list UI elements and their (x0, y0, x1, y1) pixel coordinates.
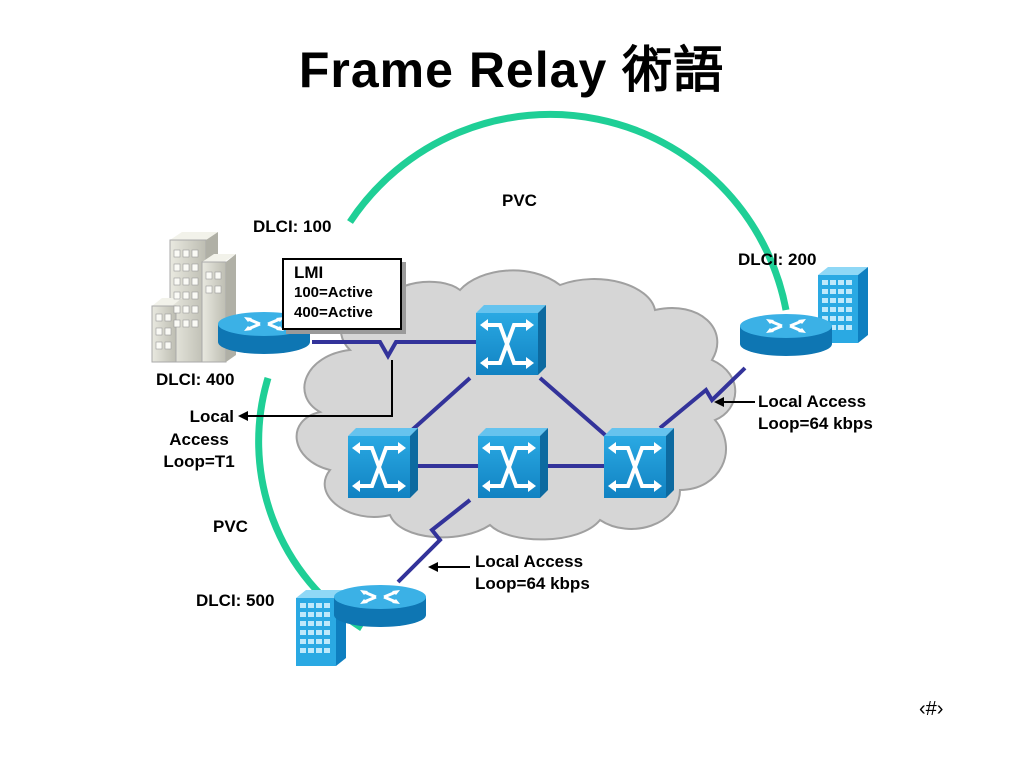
slide-number: ‹#› (919, 698, 944, 720)
router-icon (738, 312, 834, 358)
local-access-label: Local Access Loop=64 kbps (475, 552, 590, 593)
switch-icon (602, 426, 676, 500)
access-links (312, 340, 747, 584)
lmi-pointer (246, 360, 393, 417)
dlci-label: DLCI: 200 (738, 250, 817, 269)
pvc-label: PVC (502, 191, 537, 210)
local-access-label: Local (189, 407, 234, 426)
local-access-label: Local Access Loop=64 kbps (758, 392, 873, 433)
local-access-label: Access Loop=T1 (163, 430, 235, 471)
dlci-label: DLCI: 500 (196, 591, 275, 610)
lmi-line: 100=Active (294, 284, 373, 301)
lmi-status-box: LMI 100=Active 400=Active (282, 258, 402, 330)
pvc-label: PVC (213, 517, 248, 536)
lmi-title: LMI (294, 263, 324, 282)
slide-title: Frame Relay 術語 (298, 42, 725, 98)
pvc-circuit (347, 110, 790, 311)
switch-icon (474, 303, 548, 377)
dlci-label: DLCI: 400 (156, 370, 235, 389)
lmi-line: 400=Active (294, 304, 373, 321)
dlci-label: DLCI: 100 (253, 217, 332, 236)
office-building-icon (151, 232, 236, 363)
router-icon (332, 583, 428, 629)
switch-icon (476, 426, 550, 500)
switch-icon (346, 426, 420, 500)
